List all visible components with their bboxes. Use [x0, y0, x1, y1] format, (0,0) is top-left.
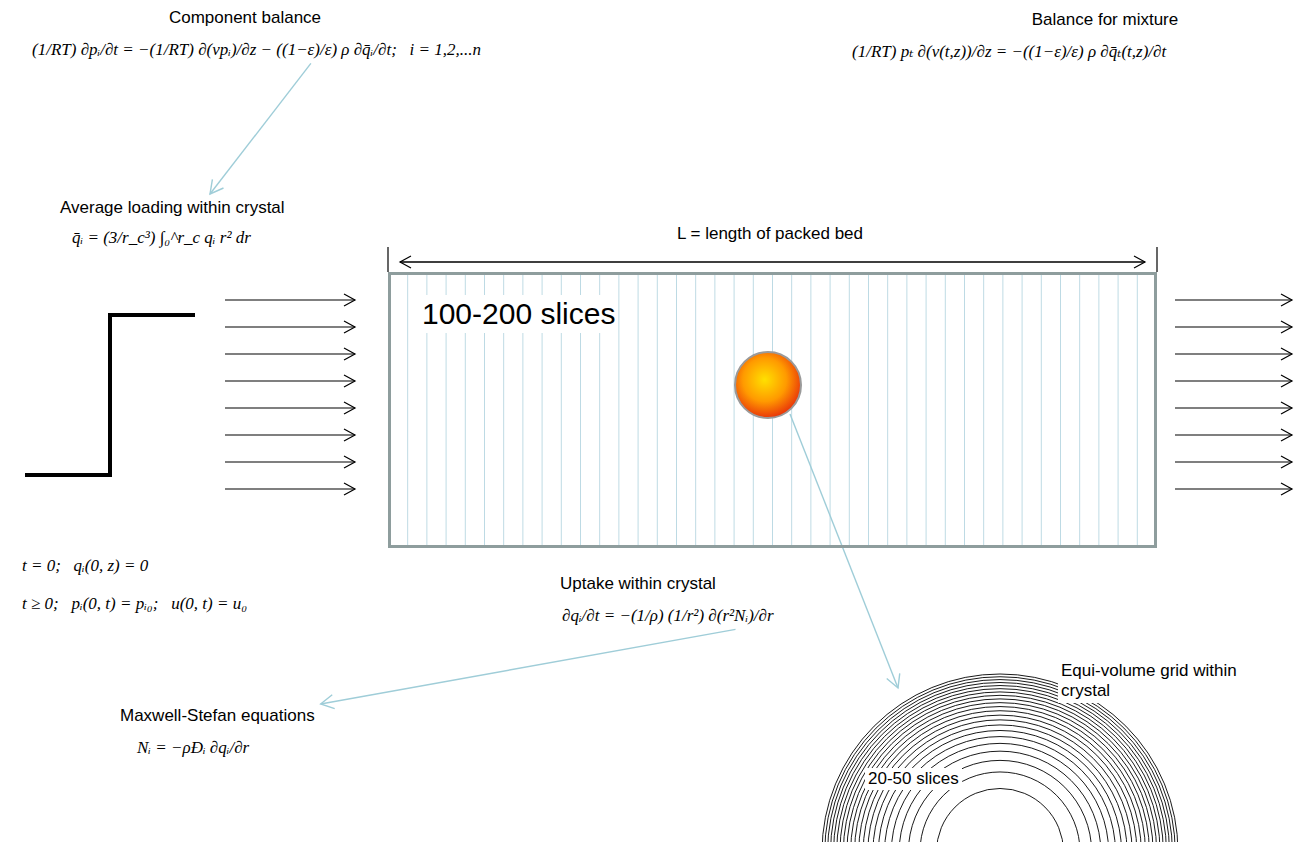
equation: Nᵢ = −ρÐᵢ ∂qᵢ/∂r	[135, 738, 251, 758]
heading: Maxwell-Stefan equations	[120, 706, 315, 726]
slice-count: 20-50 slices	[865, 768, 962, 790]
crystal-grid: Equi-volume grid within crystal20-50 sli…	[820, 660, 1180, 842]
equation: (1/RT) ∂pᵢ/∂t = −(1/RT) ∂(vpᵢ)/∂z − ((1−…	[30, 40, 483, 60]
leader-line	[790, 414, 898, 688]
step-input	[25, 315, 195, 475]
grid-heading: Equi-volume grid within crystal	[1058, 660, 1286, 703]
heading: Average loading within crystal	[60, 198, 285, 218]
inlet-arrows	[225, 300, 355, 489]
dimension-line	[388, 247, 1157, 272]
slice-count: 100-200 slices	[419, 295, 618, 333]
heading: Balance for mixture	[1000, 10, 1210, 30]
leader-line	[210, 63, 311, 194]
equation: (1/RT) pₜ ∂(v(t,z))/∂z = −((1−ε)/ε) ρ ∂q…	[850, 42, 1168, 62]
equation: q̄ᵢ = (3/r_c³) ∫₀^r_c qᵢ r² dr	[70, 228, 253, 248]
initial-condition: t = 0; qᵢ(0, z) = 0	[20, 556, 150, 576]
heading: Uptake within crystal	[560, 574, 716, 594]
bed-slices	[390, 274, 1155, 546]
outlet-arrows	[1175, 300, 1292, 489]
dimension-label: L = length of packed bed	[570, 224, 970, 244]
crystal	[735, 352, 801, 418]
leader-line	[321, 629, 736, 704]
heading: Component balance	[140, 8, 350, 28]
equation: ∂qᵢ/∂t = −(1/ρ) (1/r²) ∂(r²Nᵢ)/∂r	[560, 606, 776, 626]
boundary-condition: t ≥ 0; pᵢ(0, t) = pᵢ₀; u(0, t) = u₀	[20, 594, 249, 614]
packed-bed: 100-200 slices	[388, 272, 1157, 548]
